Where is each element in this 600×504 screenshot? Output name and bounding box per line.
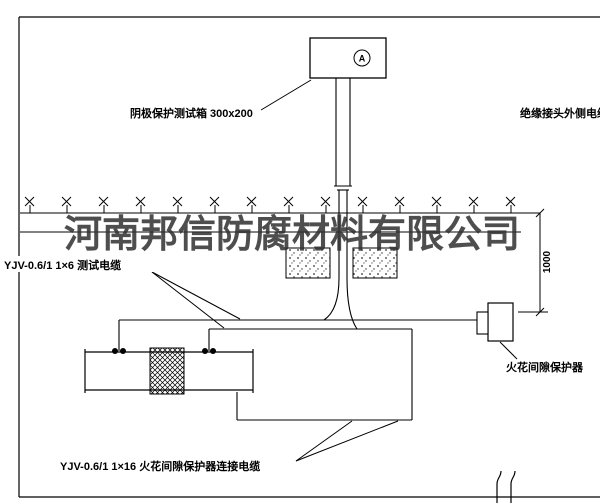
leader-test-box: [260, 79, 312, 111]
label-insulation-cable: 绝缘接头外侧电缆: [520, 106, 600, 120]
ammeter-symbol: [353, 49, 371, 67]
test-box: A: [309, 37, 387, 79]
grass-symbol: [61, 196, 72, 214]
leader-line: [499, 341, 518, 360]
leader-lines: [151, 79, 399, 462]
leader-spark-cable-1: [295, 420, 353, 462]
label-test-cable: YJV-0.6/1 1×6 测试电缆: [4, 258, 121, 272]
anode-block-left: [285, 247, 331, 279]
grass-symbol: [505, 196, 516, 214]
weld-dot: [202, 348, 208, 354]
grass-symbol: [320, 196, 331, 214]
pipeline: [84, 347, 254, 395]
grass-symbol: [172, 196, 183, 214]
weld-dot: [112, 348, 118, 354]
grass-symbol: [246, 196, 257, 214]
leader-test-cable-2: [151, 271, 225, 329]
label-spark-gap-cable: YJV-0.6/1 1×16 火花间隙保护器连接电缆: [60, 459, 260, 473]
dimension-text: 1000: [542, 250, 553, 273]
weld-dot: [210, 348, 216, 354]
cable-lines: [118, 277, 477, 421]
dimension-line: [518, 208, 548, 317]
label-spark-gap: 火花间隙保护器: [506, 360, 584, 374]
test-cable-left: [323, 277, 340, 321]
ground-line: [20, 196, 540, 214]
insulating-joint: [149, 347, 185, 395]
anode-block-right: [352, 247, 398, 279]
grass-symbol: [394, 196, 405, 214]
grass-symbol: [357, 196, 368, 214]
watermark-text: 河南邦信防腐材料有限公司: [64, 214, 520, 256]
pipe-break-symbol: [496, 470, 516, 503]
label-backing: [2, 256, 162, 272]
weld-dot: [120, 348, 126, 354]
grass-symbol: [283, 196, 294, 214]
leader-test-cable-1: [151, 271, 241, 320]
grass-symbol: [431, 196, 442, 214]
grass-symbol: [468, 196, 479, 214]
leader-spark-cable-2: [295, 420, 399, 462]
grass-symbol: [135, 196, 146, 214]
label-test-box: 阴极保护测试箱 300x200: [130, 106, 253, 120]
conduit: [334, 78, 352, 278]
grass-symbol: [24, 196, 35, 214]
grass-symbol: [98, 196, 109, 214]
ammeter-letter: A: [359, 54, 366, 64]
grass-symbol: [209, 196, 220, 214]
spark-gap-protector: [476, 302, 518, 360]
test-cable-right: [346, 277, 358, 330]
